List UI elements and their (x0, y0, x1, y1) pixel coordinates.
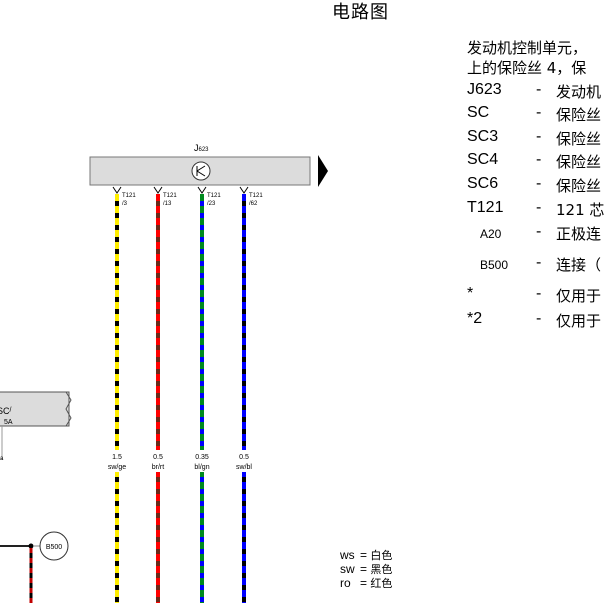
legend-desc: 仅用于 (556, 312, 602, 330)
color-key-row: ws = 白色 (340, 548, 393, 563)
legend-code: SC6 (467, 175, 499, 192)
wire-color-code-label: bl/gn (194, 464, 209, 471)
color-name: 白色 (370, 549, 393, 562)
legend-desc: 连接（ (556, 256, 602, 274)
fuse-box-break (65, 391, 72, 427)
wire-label-backing (105, 450, 129, 472)
pin-number-label: /13 (163, 201, 172, 207)
legend-code: J623 (467, 81, 502, 98)
wire-label-backing (146, 450, 170, 472)
pin-number-label: /23 (207, 201, 216, 207)
color-abbr: sw (340, 562, 355, 576)
wire-gauge-label: 1.5 (112, 454, 122, 461)
wire-color-code-label: sw/ge (108, 464, 126, 471)
color-key-row: ro = 红色 (340, 576, 393, 591)
fuse-lead-mark: a (0, 456, 4, 462)
legend-dash: - (536, 223, 542, 240)
color-eq: = (360, 562, 368, 576)
pin-arrow-icon (112, 186, 122, 194)
color-abbr: ro (340, 576, 351, 590)
pin-arrow-icon (197, 186, 207, 194)
legend-dash: - (536, 175, 542, 192)
wire-color-code-label: sw/bl (236, 464, 252, 471)
color-name: 红色 (370, 577, 393, 590)
legend-dash: - (536, 104, 542, 121)
legend-desc: 发动机 (556, 83, 602, 101)
pin-number-label: /3 (122, 201, 128, 207)
b500-connector-label: B500 (46, 544, 62, 551)
legend-dash: - (536, 81, 542, 98)
legend-dash: - (536, 151, 542, 168)
wire-color-code-label: br/rt (152, 464, 165, 471)
legend-code: SC4 (467, 151, 499, 168)
legend-code: SC (467, 104, 490, 121)
pin-connector-label: T121 (207, 193, 221, 199)
legend-desc: 121 芯 (556, 201, 604, 219)
legend-code: SC3 (467, 128, 499, 145)
ground-symbol-circle (191, 161, 211, 181)
color-eq: = (360, 548, 368, 562)
legend-desc: 正极连 (556, 225, 602, 243)
wire-label-backing (232, 450, 256, 472)
legend-code: * (467, 285, 474, 302)
pin-connector-label: T121 (163, 193, 177, 199)
legend-dash: - (536, 285, 542, 302)
legend-desc: 保险丝 (556, 106, 602, 124)
color-abbr: ws (340, 548, 355, 562)
legend-desc: 保险丝 (556, 130, 602, 148)
pin-arrow-icon (239, 186, 249, 194)
b500-connector-circle (39, 531, 69, 561)
fuse-box (0, 391, 70, 427)
fuse-rating: 5A (4, 419, 13, 426)
legend-heading-line-1: 发动机控制单元， (467, 39, 588, 57)
legend-desc: 保险丝 (556, 177, 602, 195)
pin-arrow-icon (153, 186, 163, 194)
continuation-arrow-icon (318, 155, 328, 187)
legend-dash: - (536, 199, 542, 216)
color-name: 黑色 (370, 563, 393, 576)
legend-heading-line-2: 上的保险丝 4，保 (467, 59, 587, 77)
pin-number-label: /62 (249, 201, 258, 207)
b500-node (28, 543, 34, 549)
fuse-label: SC/ (0, 406, 12, 416)
page-title: 电路图 (332, 2, 389, 23)
legend-dash: - (536, 254, 542, 271)
wire-gauge-label: 0.5 (239, 454, 249, 461)
transistor-icon (196, 165, 206, 177)
legend-code: *2 (467, 310, 483, 327)
color-eq: = (360, 576, 368, 590)
pin-connector-label: T121 (249, 193, 263, 199)
legend-code: B500 (480, 258, 509, 272)
component-label: J623 (194, 143, 209, 153)
legend-code: A20 (480, 227, 502, 241)
wire-label-backing (190, 450, 214, 472)
legend-dash: - (536, 310, 542, 327)
wire-group: T121/3 1.5 sw/ge T121/13 0.5 br/rt T121/23 0.35… (105, 186, 263, 603)
pin-connector-label: T121 (122, 193, 136, 199)
legend-desc: 保险丝 (556, 153, 602, 171)
legend-code: T121 (467, 199, 504, 216)
color-key-row: sw = 黑色 (340, 562, 393, 577)
wire-gauge-label: 0.35 (195, 454, 209, 461)
wire-gauge-label: 0.5 (153, 454, 163, 461)
legend-desc: 仅用于 (556, 287, 602, 305)
legend-dash: - (536, 128, 542, 145)
